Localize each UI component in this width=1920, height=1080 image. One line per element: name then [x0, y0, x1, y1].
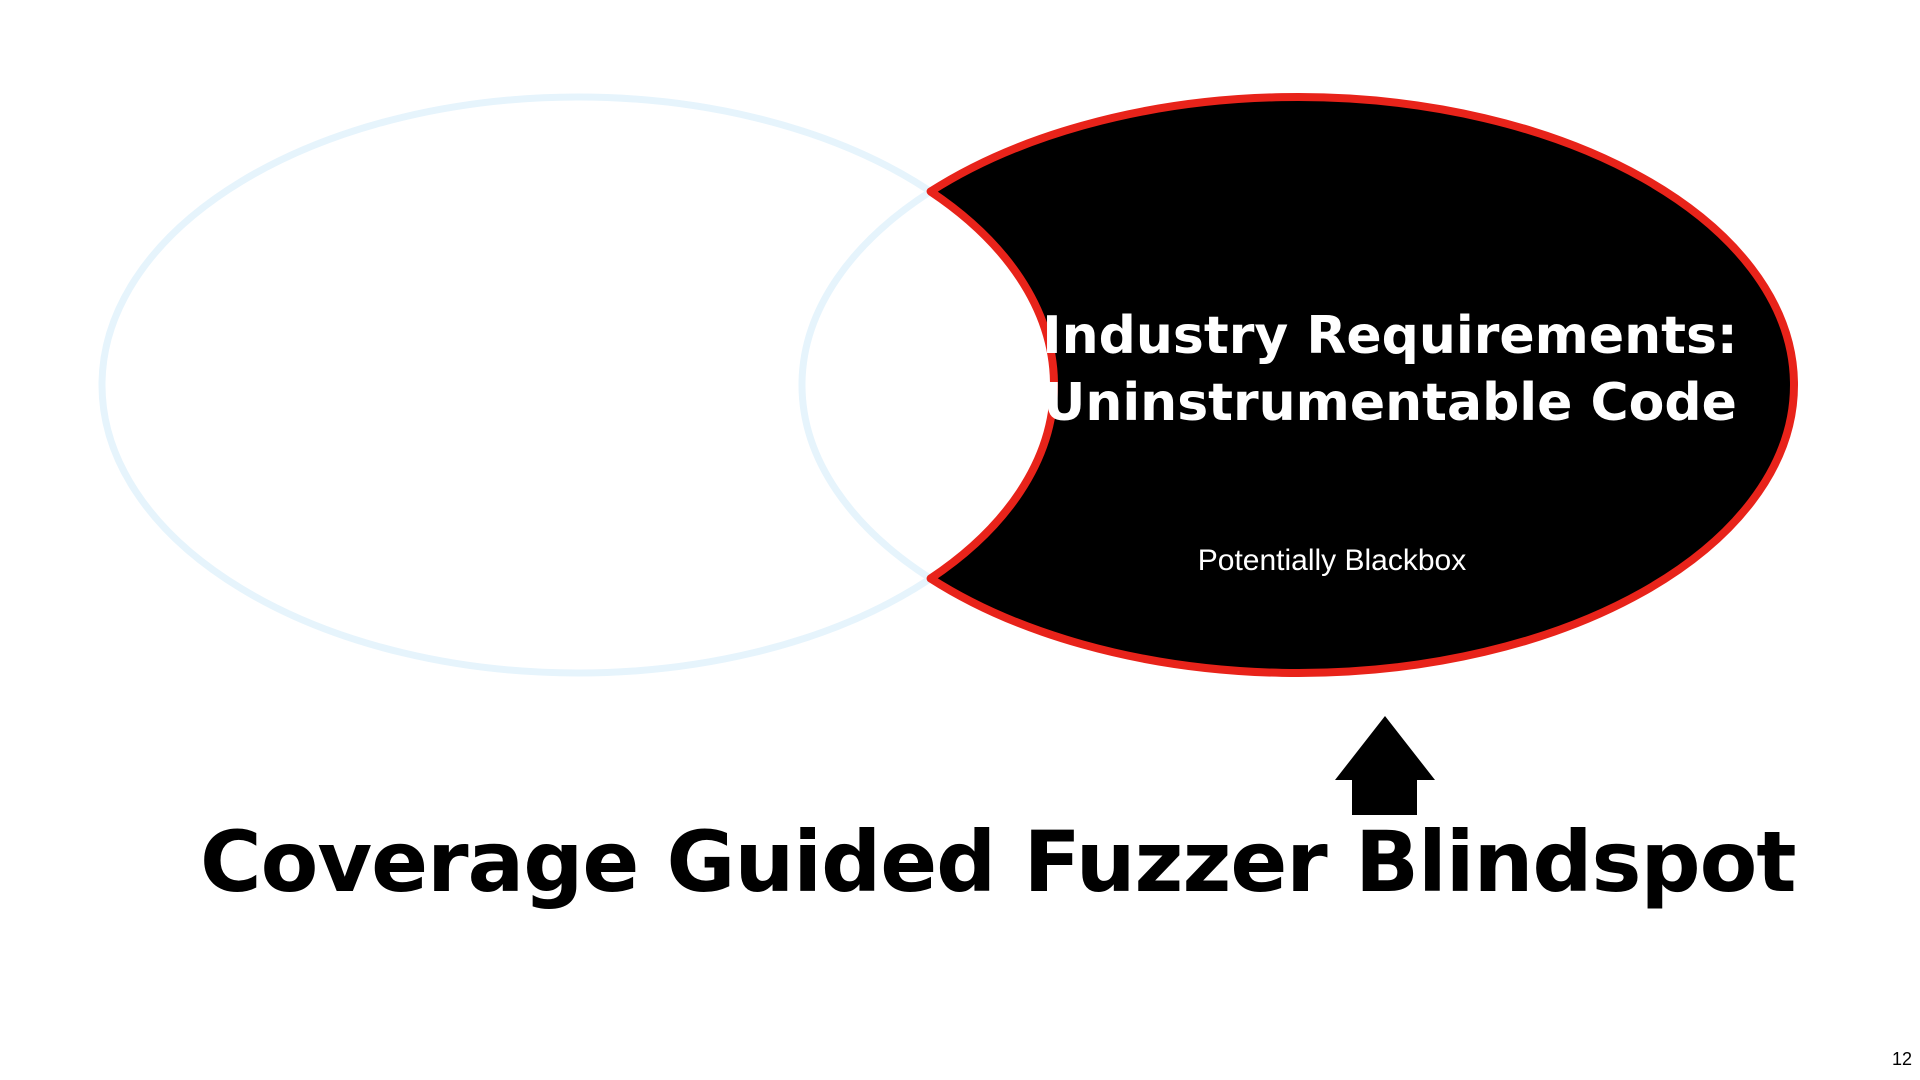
highlighted-region	[802, 97, 1794, 673]
region-subtitle: Potentially Blackbox	[1198, 544, 1466, 577]
page-number: 12	[1891, 1049, 1912, 1069]
region-title-line2: Uninstrumentable Code	[1043, 373, 1737, 433]
up-arrow-icon	[1335, 716, 1435, 815]
region-title-line1: Industry Requirements:	[1042, 306, 1737, 366]
caption: Coverage Guided Fuzzer Blindspot	[200, 813, 1797, 911]
left-ellipse	[98, 93, 1058, 677]
highlighted-region-outline	[926, 93, 1798, 677]
